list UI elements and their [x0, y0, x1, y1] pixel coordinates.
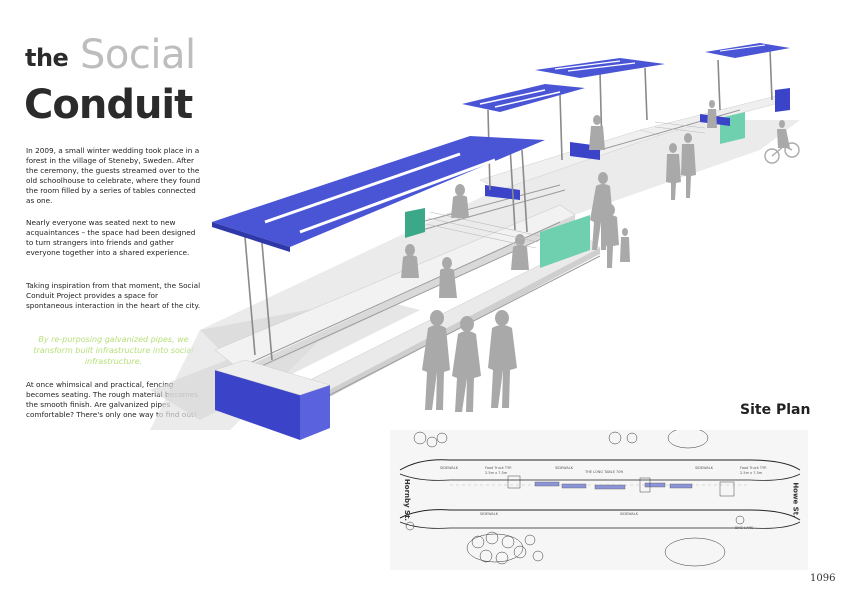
right-street-label: Howe St. [791, 482, 800, 518]
inspiration-paragraph: Taking inspiration from that moment, the… [26, 281, 201, 311]
page-number: 1096 [810, 573, 836, 584]
title-word-conduit: Conduit [24, 82, 193, 128]
sidewalk-note: SIDEWALK [695, 466, 714, 470]
far-canopy [705, 43, 790, 58]
intro-paragraph: In 2009, a small winter wedding took pla… [26, 146, 201, 206]
green-block [540, 215, 590, 268]
front-canopy-slats [264, 152, 496, 234]
sidewalk-note: SIDEWALK [480, 512, 499, 516]
whimsical-paragraph: At once whimsical and practical, fencing… [26, 380, 199, 420]
mid-canopy-slats [479, 89, 561, 108]
front-end-block-top [214, 359, 331, 396]
front-canopy-edge [212, 222, 290, 252]
food-truck-size-note: 2.5m x 7.5m [485, 471, 508, 475]
back-canopy-slats [554, 60, 636, 72]
sidewalk-note: SIDEWALK [440, 466, 459, 470]
pipes-callout: By re-purposing galvanized pipes, we tra… [33, 335, 194, 366]
bicycle [764, 142, 800, 164]
bike-note: BIKE LANE [735, 526, 754, 530]
mid-blue-block [485, 185, 520, 200]
front-canopy [212, 136, 545, 247]
food-truck-note: Food Truck TYP. [485, 466, 512, 470]
canopy-posts [244, 49, 773, 361]
site-plan-drawing [399, 430, 801, 567]
bench-slats [425, 121, 706, 249]
acquaintances-paragraph: Nearly everyone was seated next to new a… [26, 218, 196, 258]
title-word-the: the [25, 44, 69, 72]
sidewalk-note: SIDEWALK [555, 466, 574, 470]
long-table-note: THE LONG TABLE 70ft [585, 470, 624, 474]
food-truck-size-note: 2.5m x 7.5m [740, 471, 763, 475]
front-end-block [215, 370, 300, 440]
people-silhouettes [401, 100, 790, 412]
food-truck-note: Food Truck TYP. [740, 466, 767, 470]
green-block [405, 208, 425, 238]
left-street-label: Hornby St. [403, 478, 412, 522]
title-word-social: Social [80, 32, 196, 78]
mid-canopy [462, 84, 585, 112]
far-blue-block [775, 88, 790, 112]
front-end-block-side [300, 385, 330, 440]
site-plan-title: Site Plan [740, 402, 811, 418]
sidewalk-note: SIDEWALK [620, 512, 639, 516]
pipe-rails [229, 109, 741, 401]
site-plan: SIDEWALK SIDEWALK SIDEWALK Food Truck TY… [390, 430, 808, 570]
far-canopy-slats [719, 44, 766, 52]
